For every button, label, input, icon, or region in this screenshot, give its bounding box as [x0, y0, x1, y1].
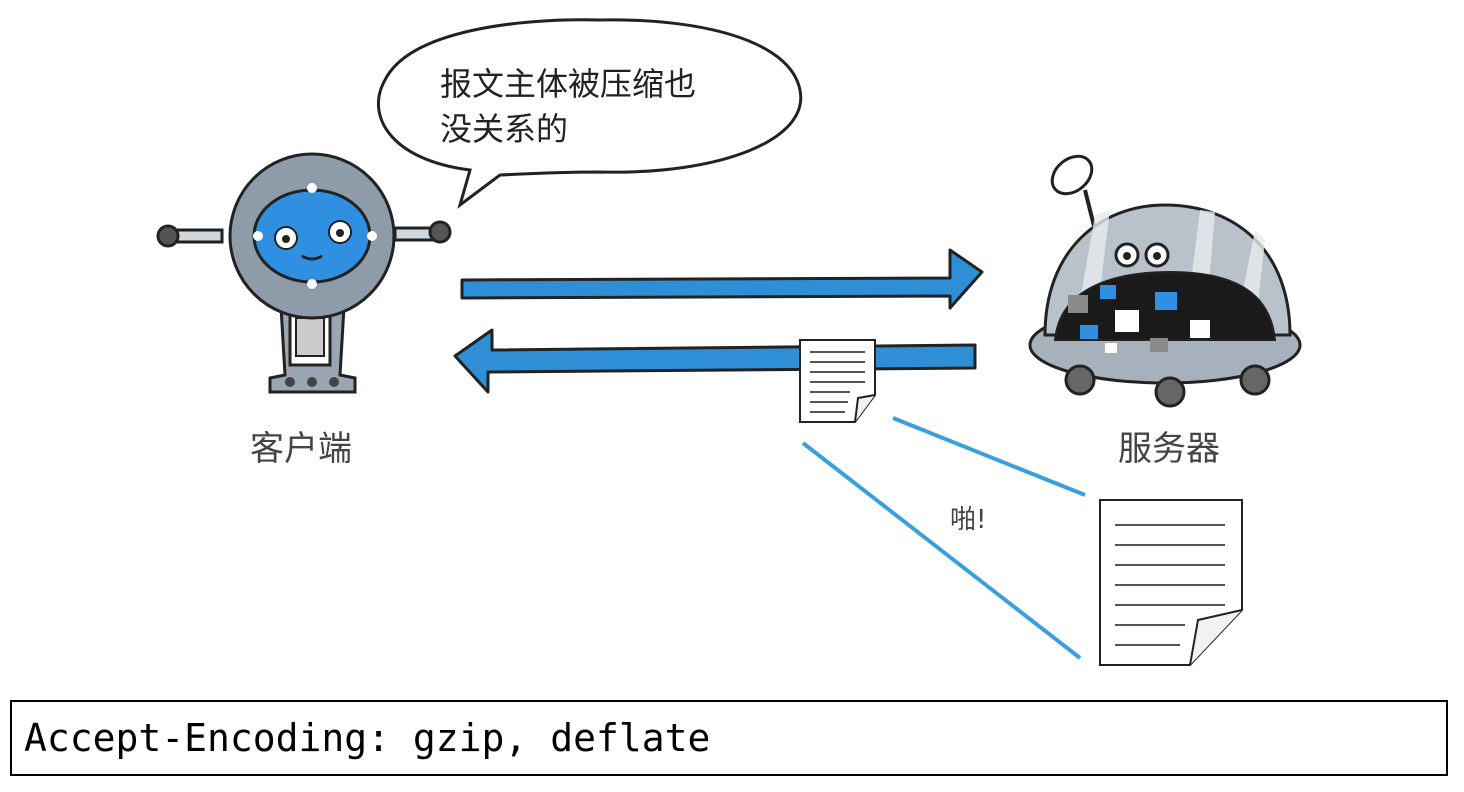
- response-arrow: [453, 328, 977, 394]
- header-example-box: Accept-Encoding: gzip, deflate: [10, 700, 1448, 776]
- speech-bubble: 报文主体被压缩也 没关系的: [376, 18, 803, 209]
- decompressed-document-icon: [1099, 499, 1243, 666]
- robot-server-icon: [1028, 154, 1302, 408]
- server-label: 服务器: [1118, 429, 1220, 469]
- sound-effect: 啪!: [950, 505, 986, 535]
- compressed-document-icon: [799, 339, 876, 423]
- request-arrow: [460, 248, 984, 310]
- speech-line-2: 没关系的: [440, 110, 568, 148]
- expand-line-top: [892, 416, 1086, 497]
- robot-client-icon: [156, 152, 452, 394]
- speech-line-1: 报文主体被压缩也: [440, 65, 696, 103]
- expand-line-bottom: [801, 441, 1082, 660]
- client-label: 客户端: [250, 429, 352, 469]
- accept-encoding-header: Accept-Encoding: gzip, deflate: [24, 716, 711, 760]
